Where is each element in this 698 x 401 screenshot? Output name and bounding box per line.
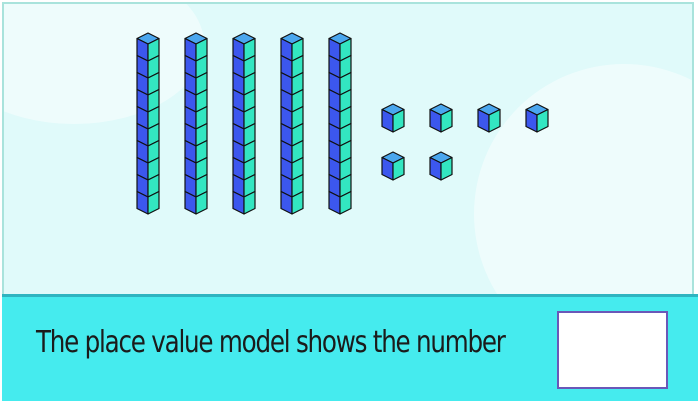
rod-cube xyxy=(232,105,256,130)
tens-rod xyxy=(232,32,256,215)
cube-right-face xyxy=(488,108,501,133)
rod-cube xyxy=(280,32,304,62)
rod-cube xyxy=(328,71,352,96)
question-bar: The place value model shows the number xyxy=(2,294,698,401)
rod-cube xyxy=(280,105,304,130)
ones-cube xyxy=(429,151,453,181)
rod-cube xyxy=(280,173,304,198)
ones-cube xyxy=(429,103,453,133)
rod-cube xyxy=(280,156,304,181)
tens-rod xyxy=(328,32,352,215)
ones-cube xyxy=(477,103,501,133)
ones-cube xyxy=(381,151,405,181)
cube-right-face xyxy=(339,190,352,215)
rod-cube xyxy=(136,190,160,215)
rod-cube xyxy=(184,32,208,62)
rod-cube xyxy=(328,32,352,62)
rod-cube xyxy=(232,32,256,62)
rod-cube xyxy=(280,71,304,96)
model-panel xyxy=(2,2,694,296)
rod-cube xyxy=(232,54,256,79)
ones-cube xyxy=(525,103,549,133)
tens-rod xyxy=(184,32,208,215)
cube-right-face xyxy=(392,156,405,181)
rod-cube xyxy=(136,122,160,147)
rod-cube xyxy=(328,139,352,164)
cube-right-face xyxy=(147,190,160,215)
cube-right-face xyxy=(440,108,453,133)
tens-rod xyxy=(280,32,304,215)
rod-cube xyxy=(232,156,256,181)
cube-right-face xyxy=(536,108,549,133)
rod-cube xyxy=(184,88,208,113)
rod-cube xyxy=(136,105,160,130)
rod-cube xyxy=(136,139,160,164)
question-text: The place value model shows the number xyxy=(36,325,506,360)
rod-cube xyxy=(232,88,256,113)
rod-cube xyxy=(184,190,208,215)
cube-right-face xyxy=(440,156,453,181)
rod-cube xyxy=(232,190,256,215)
rod-cube xyxy=(328,54,352,79)
rod-cube xyxy=(328,88,352,113)
rod-cube xyxy=(136,156,160,181)
rod-cube xyxy=(232,71,256,96)
tens-rod xyxy=(136,32,160,215)
cube-right-face xyxy=(243,190,256,215)
place-value-model xyxy=(136,32,549,215)
rod-cube xyxy=(184,71,208,96)
rod-cube xyxy=(280,190,304,215)
cube-right-face xyxy=(392,108,405,133)
cube-right-face xyxy=(291,190,304,215)
cube-right-face xyxy=(195,190,208,215)
rod-cube xyxy=(328,190,352,215)
answer-input-box[interactable] xyxy=(557,311,668,389)
rod-cube xyxy=(232,139,256,164)
rod-cube xyxy=(328,122,352,147)
ones-cube xyxy=(381,103,405,133)
